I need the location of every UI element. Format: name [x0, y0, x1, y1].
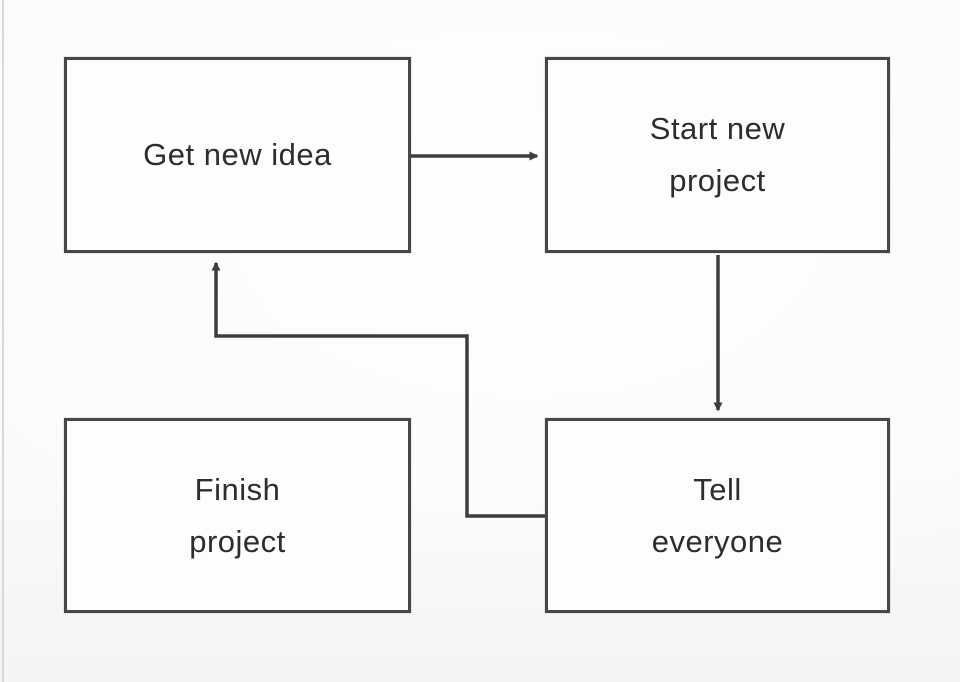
node-get-new-idea-label: Get new idea	[143, 137, 332, 172]
node-tell-everyone: Tell everyone	[545, 418, 890, 613]
node-start-new-project-label: Start new project	[649, 111, 786, 198]
node-finish-project: Finish project	[64, 418, 411, 613]
photo-left-edge-artifact	[2, 0, 4, 682]
node-start-new-project: Start new project	[545, 57, 890, 253]
node-get-new-idea: Get new idea	[64, 57, 411, 253]
node-tell-everyone-label: Tell everyone	[651, 471, 784, 559]
node-finish-project-label: Finish project	[189, 471, 286, 559]
